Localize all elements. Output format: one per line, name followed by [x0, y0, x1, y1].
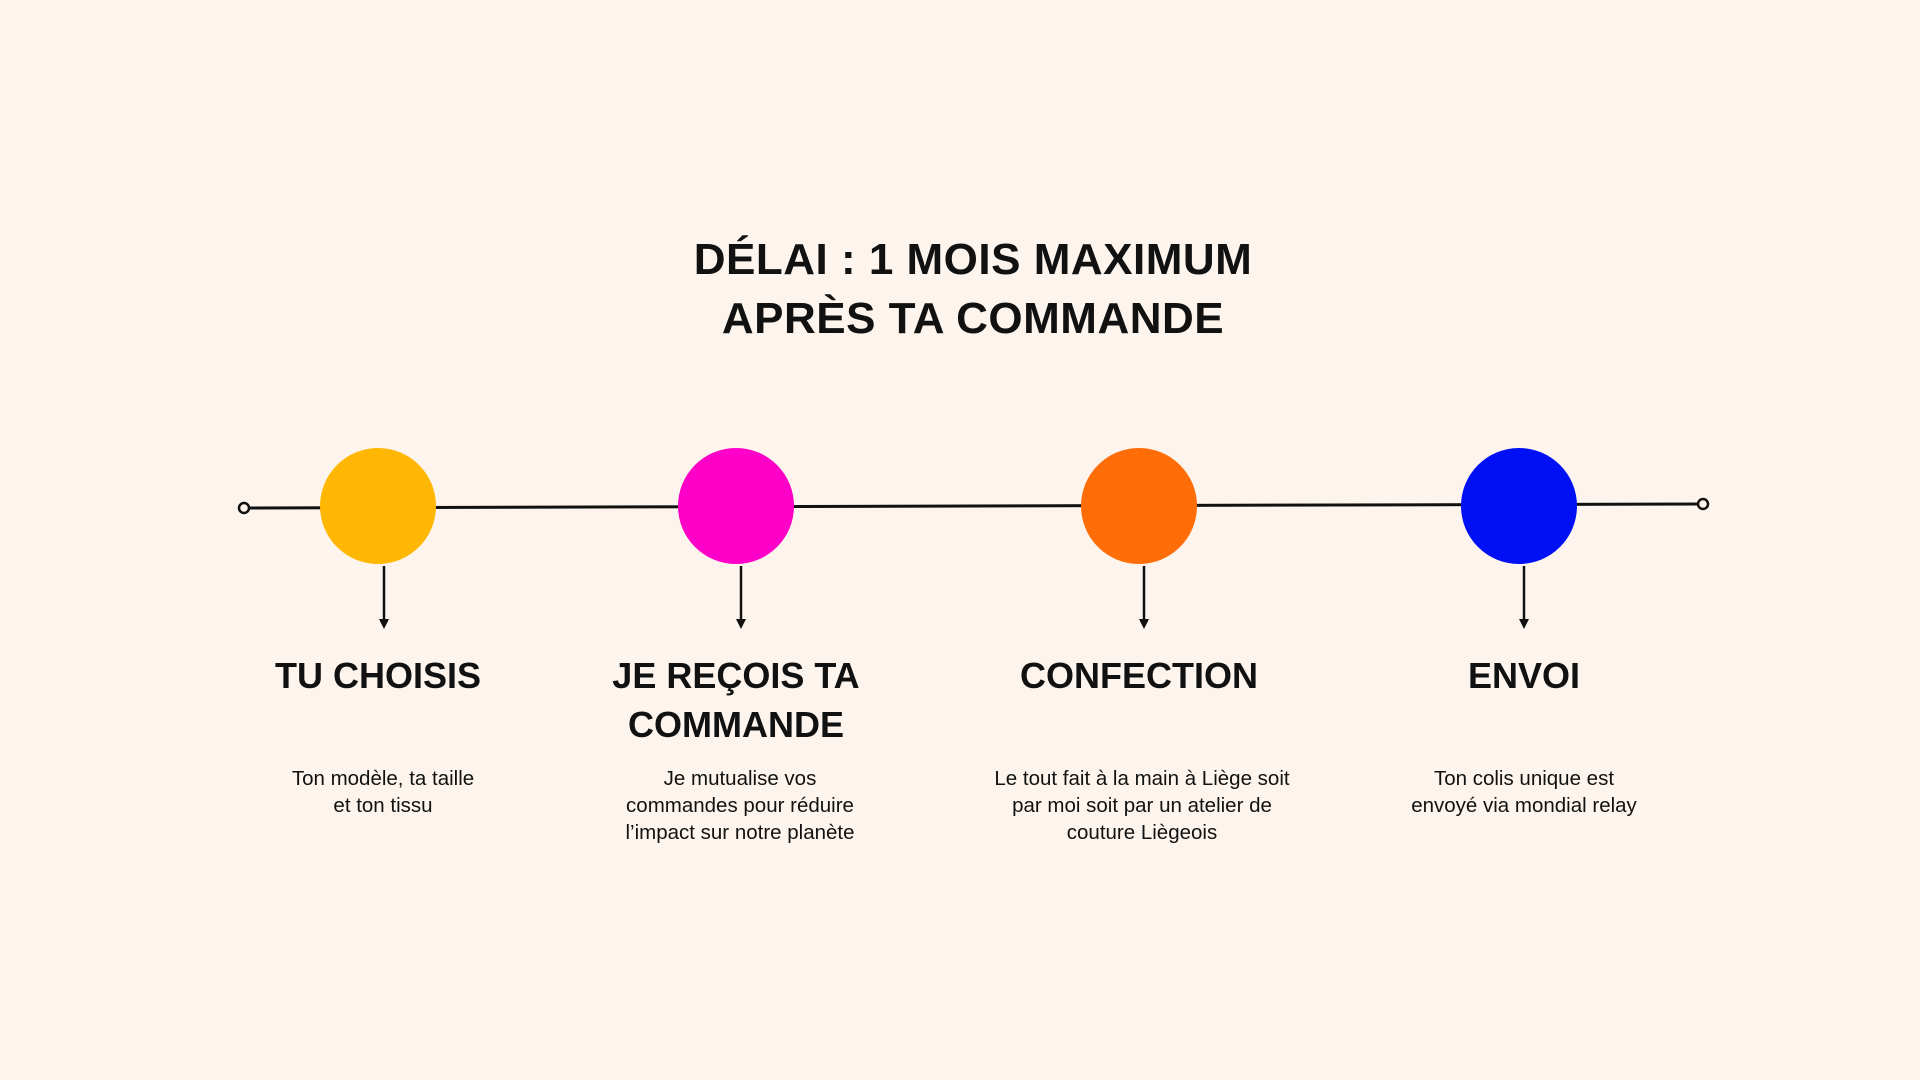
step-description: Ton modèle, ta taille et ton tissu	[203, 765, 563, 819]
step-title-line: TU CHOISIS	[274, 655, 481, 696]
step-description-line: par moi soit par un atelier de	[1012, 794, 1272, 817]
step-dot	[678, 448, 794, 564]
step-title-line: ENVOI	[1467, 655, 1581, 696]
step-title: ENVOI	[1344, 651, 1704, 700]
step-description-line: l’impact sur notre planète	[625, 821, 855, 844]
step-title-line: JE REÇOIS TA	[612, 655, 860, 696]
step-description: Le tout fait à la main à Liège soit par …	[962, 765, 1322, 846]
step-dot	[1081, 448, 1197, 564]
step-description-line: envoyé via mondial relay	[1411, 794, 1637, 817]
step-tu-choisis	[320, 448, 436, 629]
timeline-start-node	[237, 501, 251, 515]
step-je-recois-ta-commande	[678, 448, 794, 629]
step-description: Je mutualise vos commandes pour réduire …	[560, 765, 920, 846]
timeline-end-node	[1696, 497, 1710, 511]
step-title: TU CHOISIS	[198, 651, 558, 700]
step-envoi	[1461, 448, 1577, 629]
step-description-line: Ton colis unique est	[1433, 767, 1615, 790]
step-description-line: Le tout fait à la main à Liège soit	[994, 767, 1290, 790]
step-dot	[1461, 448, 1577, 564]
step-description-line: Ton modèle, ta taille	[291, 767, 475, 790]
step-description-line: Je mutualise vos	[663, 767, 817, 790]
step-description-line: commandes pour réduire	[626, 794, 854, 817]
step-title-line: COMMANDE	[628, 704, 844, 745]
step-confection	[1081, 448, 1197, 629]
step-title: JE REÇOIS TA COMMANDE	[556, 651, 916, 749]
step-title: CONFECTION	[959, 651, 1319, 700]
page-title-line-2: APRÈS TA COMMANDE	[721, 294, 1225, 343]
step-title-line: CONFECTION	[1020, 655, 1258, 696]
step-description-line: et ton tissu	[333, 794, 433, 817]
step-dot	[320, 448, 436, 564]
step-description: Ton colis unique est envoyé via mondial …	[1344, 765, 1704, 819]
step-description-line: couture Liègeois	[1066, 821, 1218, 844]
timeline-axis	[243, 502, 1704, 510]
page-title-line-1: DÉLAI : 1 MOIS MAXIMUM	[693, 235, 1253, 284]
